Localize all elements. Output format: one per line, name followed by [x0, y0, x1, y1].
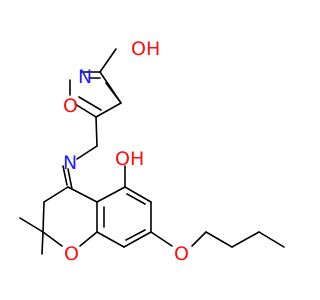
bond [19, 217, 44, 233]
bond [95, 116, 98, 147]
bond [105, 82, 122, 104]
isoxazole-ring [69, 48, 122, 118]
isoxazole-nitrogen-label: N [78, 66, 92, 88]
bond [62, 165, 68, 186]
bond [191, 231, 207, 247]
ring-oxygen-label: O [64, 243, 79, 265]
bond [42, 201, 45, 233]
bond [96, 231, 125, 248]
bond [96, 186, 126, 203]
bond [124, 186, 152, 203]
bond [76, 145, 98, 160]
bond [258, 231, 285, 248]
bond [95, 102, 122, 118]
bond [126, 193, 146, 205]
bond [205, 231, 233, 248]
bond [43, 186, 69, 203]
isoxazole-oxygen-label: O [63, 95, 78, 117]
phenol-hydroxyl-label: OH [115, 148, 144, 170]
bond [99, 48, 117, 73]
chroman-ring [19, 186, 98, 255]
bond [74, 103, 97, 118]
structure-diagram: OH N O N OH O O [19, 38, 285, 265]
bond [67, 168, 73, 190]
bond [42, 231, 63, 247]
bond [125, 229, 146, 241]
bond [67, 186, 98, 203]
benzene-ring [96, 186, 152, 248]
ether-oxygen-label: O [174, 243, 189, 265]
bond [41, 231, 44, 255]
bond [123, 231, 152, 248]
hydroxyl-label: OH [131, 38, 160, 60]
bond [150, 231, 173, 247]
bond [231, 231, 260, 248]
bond [78, 96, 102, 111]
bond [79, 231, 98, 247]
imine-nitrogen-label: N [63, 152, 77, 174]
